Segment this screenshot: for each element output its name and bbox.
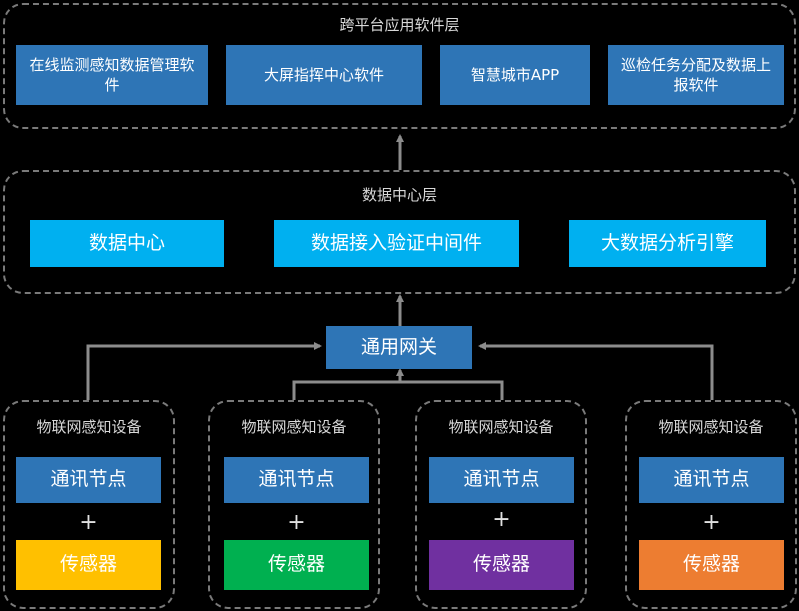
arrow-device3-to-gateway bbox=[400, 380, 504, 400]
arrow-device1-to-gateway bbox=[86, 342, 322, 400]
data-box-access-middleware: 数据接入验证中间件 bbox=[274, 220, 519, 267]
data-layer-group: 数据中心层 bbox=[3, 170, 796, 294]
device-group-4: 物联网感知设备 bbox=[625, 400, 797, 609]
device-3-title: 物联网感知设备 bbox=[448, 418, 554, 436]
device-1-comm-node: 通讯节点 bbox=[16, 457, 161, 503]
device-1-plus: + bbox=[79, 510, 98, 535]
device-group-3: 物联网感知设备 bbox=[415, 400, 587, 609]
device-3-comm-node: 通讯节点 bbox=[429, 457, 574, 503]
app-box-command-center-software: 大屏指挥中心软件 bbox=[226, 45, 422, 105]
data-layer-title: 数据中心层 bbox=[361, 186, 437, 204]
app-layer-title: 跨平台应用软件层 bbox=[339, 16, 460, 34]
device-4-comm-node: 通讯节点 bbox=[639, 457, 784, 503]
arrow-device2-to-gateway bbox=[292, 380, 400, 400]
gateway-box: 通用网关 bbox=[326, 326, 472, 369]
device-2-title: 物联网感知设备 bbox=[241, 418, 347, 436]
device-2-plus: + bbox=[287, 510, 306, 535]
device-group-2: 物联网感知设备 bbox=[208, 400, 380, 609]
data-box-analytics-engine: 大数据分析引擎 bbox=[569, 220, 766, 267]
device-4-title: 物联网感知设备 bbox=[658, 418, 764, 436]
app-box-smart-city-app: 智慧城市APP bbox=[440, 45, 590, 105]
device-3-sensor: 传感器 bbox=[429, 540, 574, 590]
device-3-plus: + bbox=[492, 507, 511, 532]
device-4-sensor: 传感器 bbox=[639, 540, 784, 590]
device-1-title: 物联网感知设备 bbox=[36, 418, 142, 436]
device-group-1: 物联网感知设备 bbox=[3, 400, 175, 609]
app-box-inspection-software: 巡检任务分配及数据上报软件 bbox=[608, 45, 784, 105]
device-2-comm-node: 通讯节点 bbox=[224, 457, 369, 503]
device-4-plus: + bbox=[702, 510, 721, 535]
device-2-sensor: 传感器 bbox=[224, 540, 369, 590]
app-box-monitoring-software: 在线监测感知数据管理软件 bbox=[16, 45, 208, 105]
data-box-data-center: 数据中心 bbox=[30, 220, 224, 267]
device-1-sensor: 传感器 bbox=[16, 540, 161, 590]
app-layer-group: 跨平台应用软件层 bbox=[3, 3, 796, 129]
arrow-device4-to-gateway bbox=[478, 342, 714, 400]
